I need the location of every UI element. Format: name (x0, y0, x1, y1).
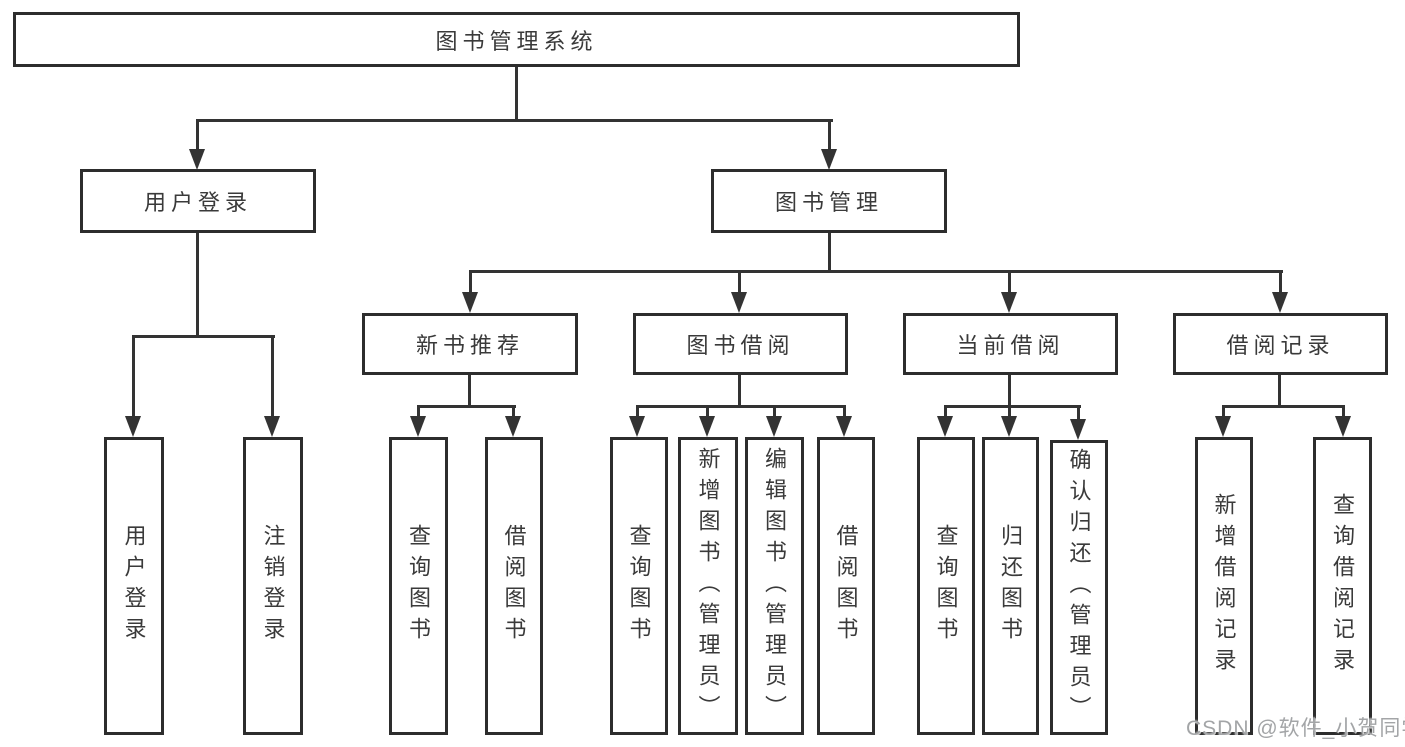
node-label: 查询图书 (406, 524, 432, 648)
csdn-watermark: CSDN @软件_小贺同学 (1186, 717, 1405, 740)
node-label: 借阅图书 (501, 524, 527, 648)
arrowhead-nbr-query (410, 416, 426, 437)
leaf-confirm-return-admin: 确认归还（管理员） (1050, 440, 1108, 735)
leaf-borrow-books-recommend: 借阅图书 (485, 437, 543, 735)
connector-stem-current-borrow (1008, 270, 1011, 293)
connector-cb-horizontal (944, 405, 1081, 408)
arrowhead-cb-confirm (1070, 419, 1086, 440)
connector-stem-br-add (1222, 405, 1225, 417)
node-label: 查询图书 (933, 524, 959, 648)
arrowhead-cb-return (1001, 416, 1017, 437)
connector-stem-bb-add (706, 405, 709, 417)
connector-stem-bb-edit (773, 405, 776, 417)
node-label: 注销登录 (260, 524, 286, 648)
connector-userlogin-vertical (196, 233, 199, 338)
node-new-book-recommend: 新书推荐 (362, 313, 578, 375)
node-current-borrowing: 当前借阅 (903, 313, 1118, 375)
connector-br-vertical (1278, 375, 1281, 408)
node-label: 借阅记录 (1226, 333, 1335, 358)
connector-stem-cb-confirm (1077, 405, 1080, 420)
arrowhead-leaf-logout (264, 416, 280, 437)
arrowhead-leaf-login (125, 416, 141, 437)
connector-stem-book-borrow (738, 270, 741, 293)
node-label: 借阅图书 (833, 524, 859, 648)
node-label: 图书借阅 (686, 333, 795, 358)
node-borrowing-records: 借阅记录 (1173, 313, 1388, 375)
leaf-borrow-books: 借阅图书 (817, 437, 875, 735)
arrowhead-cb-query (937, 416, 953, 437)
leaf-return-books: 归还图书 (982, 437, 1039, 735)
connector-stem-bb-query (636, 405, 639, 417)
leaf-edit-book-admin: 编辑图书（管理员） (745, 437, 804, 735)
leaf-logout: 注销登录 (243, 437, 303, 735)
leaf-query-books-current: 查询图书 (917, 437, 975, 735)
leaf-add-book-admin: 新增图书（管理员） (678, 437, 738, 735)
arrowhead-book-mgmt (821, 149, 837, 170)
connector-stem-cb-return (1008, 405, 1011, 417)
connector-bookmgmt-vertical (828, 233, 831, 273)
connector-stem-user-login (196, 119, 199, 150)
node-book-borrowing: 图书借阅 (633, 313, 848, 375)
node-label: 新增借阅记录 (1211, 493, 1237, 679)
node-library-management-system: 图书管理系统 (13, 12, 1020, 67)
arrowhead-borrow-records (1272, 292, 1288, 313)
connector-userlogin-horizontal (132, 335, 275, 338)
arrowhead-new-book-rec (462, 292, 478, 313)
connector-stem-br-query (1342, 405, 1345, 417)
arrowhead-br-add (1215, 416, 1231, 437)
arrowhead-br-query (1335, 416, 1351, 437)
arrowhead-bb-add (699, 416, 715, 437)
connector-stem-nbr-borrow (512, 405, 515, 417)
connector-bb-vertical (738, 375, 741, 408)
connector-stem-cb-query (944, 405, 947, 417)
connector-nbr-horizontal (417, 405, 516, 408)
node-user-login: 用户登录 (80, 169, 316, 233)
node-book-management: 图书管理 (711, 169, 947, 233)
connector-stem-bb-borrow (843, 405, 846, 417)
leaf-add-borrow-record: 新增借阅记录 (1195, 437, 1253, 735)
leaf-query-borrow-record: 查询借阅记录 (1313, 437, 1372, 735)
arrowhead-bb-edit (766, 416, 782, 437)
node-label: 查询借阅记录 (1330, 493, 1356, 679)
arrowhead-book-borrow (731, 292, 747, 313)
connector-nbr-vertical (468, 375, 471, 408)
node-label: 新增图书（管理员） (695, 446, 721, 726)
node-label: 归还图书 (998, 524, 1024, 648)
node-label: 图书管理 (774, 190, 883, 215)
leaf-user-login: 用户登录 (104, 437, 164, 735)
arrowhead-current-borrow (1001, 292, 1017, 313)
node-label: 新书推荐 (415, 333, 524, 358)
connector-stem-book-mgmt (828, 119, 831, 150)
connector-root-vertical (515, 66, 518, 120)
leaf-query-books-borrowing: 查询图书 (610, 437, 668, 735)
connector-bookmgmt-horizontal (469, 270, 1283, 273)
arrowhead-user-login (189, 149, 205, 170)
arrowhead-bb-query (629, 416, 645, 437)
connector-bb-horizontal (636, 405, 846, 408)
node-label: 查询图书 (626, 524, 652, 648)
arrowhead-nbr-borrow (505, 416, 521, 437)
arrowhead-bb-borrow (836, 416, 852, 437)
node-label: 确认归还（管理员） (1066, 448, 1092, 727)
connector-cb-vertical (1008, 375, 1011, 408)
node-label: 图书管理系统 (435, 28, 598, 54)
connector-stem-borrow-records (1279, 270, 1282, 293)
connector-br-horizontal (1222, 405, 1345, 408)
leaf-query-books-recommend: 查询图书 (389, 437, 448, 735)
node-label: 用户登录 (121, 524, 147, 648)
connector-stem-nbr-query (417, 405, 420, 417)
connector-root-horizontal (196, 119, 833, 122)
node-label: 用户登录 (143, 190, 252, 215)
connector-stem-new-book-rec (469, 270, 472, 293)
node-label: 当前借阅 (956, 333, 1065, 358)
connector-stem-leaf-login (132, 335, 135, 417)
connector-stem-leaf-logout (271, 335, 274, 417)
node-label: 编辑图书（管理员） (762, 446, 788, 726)
